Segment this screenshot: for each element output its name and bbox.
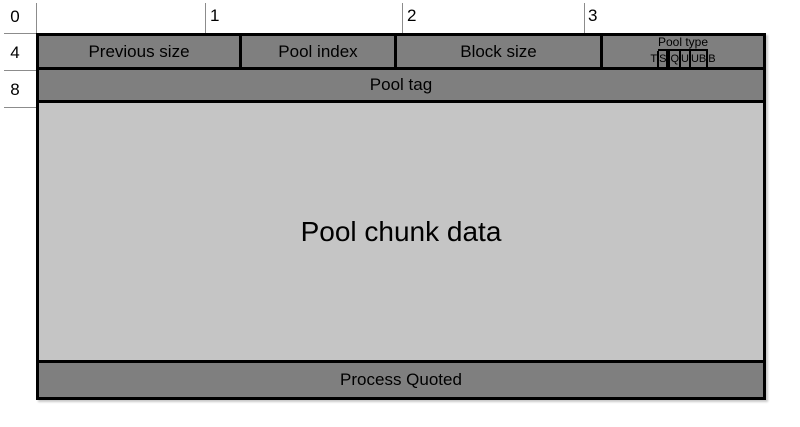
gutter-line-0 [4,33,36,34]
structure-table: Previous size Pool index Block size Pool… [36,33,766,400]
bit-cell-s: S [659,51,669,67]
offset-label-2: 2 [407,6,417,25]
cell-pool-index: Pool index [242,36,397,67]
offset-label-1: 1 [210,6,220,25]
ruler-tick-3 [584,3,585,33]
row-pool-chunk-data: Pool chunk data [39,103,763,363]
pool-type-label: Pool type [657,35,709,51]
gutter-line-4 [4,70,36,71]
row-process-quoted: Process Quoted [39,363,763,397]
gutter-line-8 [4,107,36,108]
cell-previous-size: Previous size [39,36,242,67]
bit-cell-b: B [708,53,716,65]
offset-label-4: 4 [10,43,20,62]
bit-cell-ub: UB [690,51,709,67]
ruler-tick-0 [36,3,37,33]
cell-block-size: Block size [397,36,603,67]
ruler-tick-2 [402,3,403,33]
bit-cell-q: Q [670,51,682,67]
pool-type-bits-row: T S Q U UB B [650,51,716,67]
offset-label-0: 0 [10,7,20,26]
bit-cell-t: T [650,51,660,67]
offset-label-3: 3 [588,6,598,25]
bit-cell-u: U [681,51,691,67]
row-pool-tag: Pool tag [39,70,763,103]
header-row: Previous size Pool index Block size Pool… [39,36,763,70]
ruler-tick-1 [205,3,206,33]
offset-label-8: 8 [10,80,20,99]
bit-cell-blank [668,51,671,67]
cell-pool-type: Pool type T S Q U UB B [603,36,763,67]
